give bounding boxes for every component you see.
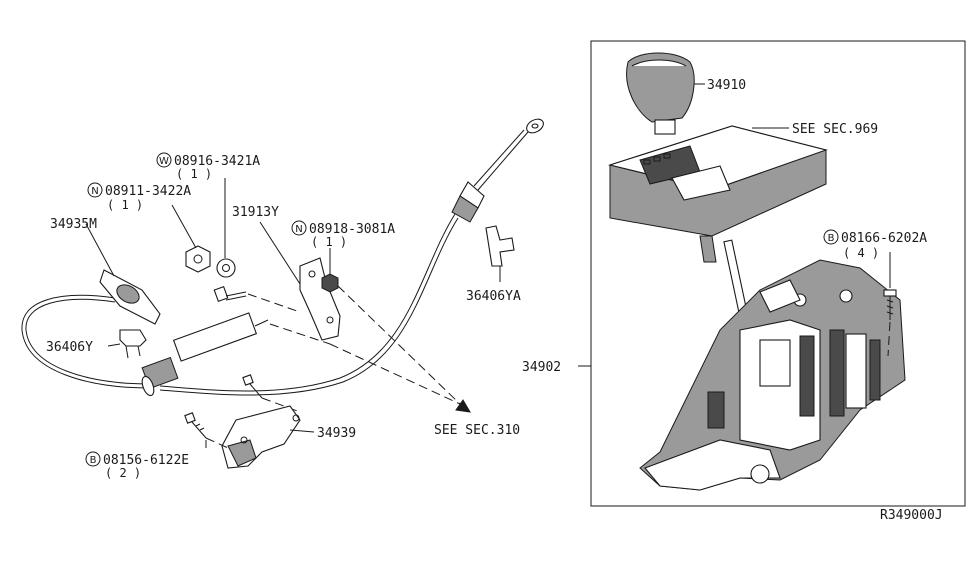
inset-frame <box>590 40 966 507</box>
shifter-assembly-34902 <box>639 239 906 491</box>
cable-bracket-plate <box>99 269 161 325</box>
label-34910: 34910 <box>707 78 746 93</box>
clip-36406y <box>119 329 147 359</box>
label-34939: 34939 <box>317 426 356 441</box>
bolt-bracket <box>213 285 247 303</box>
label-31913y: 31913Y <box>232 205 279 220</box>
control-cable-34935m <box>21 213 459 396</box>
label-34935m: 34935M <box>50 217 97 232</box>
prefix-08911: N <box>91 186 98 197</box>
callout-circle-b-08156 <box>85 451 101 467</box>
washer-08916 <box>216 258 236 278</box>
bracket-34939 <box>221 405 301 469</box>
qty-08918: ( 1 ) <box>311 235 347 249</box>
qty-08911: ( 1 ) <box>107 198 143 212</box>
label-34902: 34902 <box>522 360 561 375</box>
callout-circle-n-08918 <box>291 220 307 236</box>
cable-adjuster <box>141 312 269 397</box>
prefix-08916: W <box>159 156 169 167</box>
bolt-lower-upper <box>242 374 263 399</box>
label-08156: 08156-6122E <box>103 453 189 468</box>
callout-circle-w-08916 <box>156 152 172 168</box>
nut-08918 <box>321 273 339 293</box>
label-08911: 08911-3422A <box>105 184 191 199</box>
bracket-31913y <box>299 257 341 341</box>
label-08916: 08916-3421A <box>174 154 260 169</box>
shift-knob-34910 <box>626 52 695 135</box>
qty-08156: ( 2 ) <box>105 466 141 480</box>
console-cover <box>607 125 828 263</box>
callout-circle-n-08911 <box>87 182 103 198</box>
label-08918: 08918-3081A <box>309 222 395 237</box>
prefix-08918: N <box>295 224 302 235</box>
label-36406y: 36406Y <box>46 340 93 355</box>
reference-code: R349000J <box>880 508 943 523</box>
qty-08166: ( 4 ) <box>843 246 879 260</box>
label-36406ya: 36406YA <box>466 289 521 304</box>
callout-circle-b-08166 <box>823 229 839 245</box>
prefix-08156: B <box>90 455 97 466</box>
label-see-sec-310: SEE SEC.310 <box>434 423 520 438</box>
bolt-08156 <box>184 412 207 439</box>
qty-08916: ( 1 ) <box>176 167 212 181</box>
clip-36406ya <box>485 225 515 267</box>
label-08166: 08166-6202A <box>841 231 927 246</box>
arrow-see-sec-310 <box>455 399 471 413</box>
label-see-sec-969: SEE SEC.969 <box>792 122 878 137</box>
nut-08911 <box>185 245 211 273</box>
cable-end-rod <box>451 118 544 223</box>
prefix-08166: B <box>828 233 835 244</box>
bolt-08166 <box>883 289 897 357</box>
